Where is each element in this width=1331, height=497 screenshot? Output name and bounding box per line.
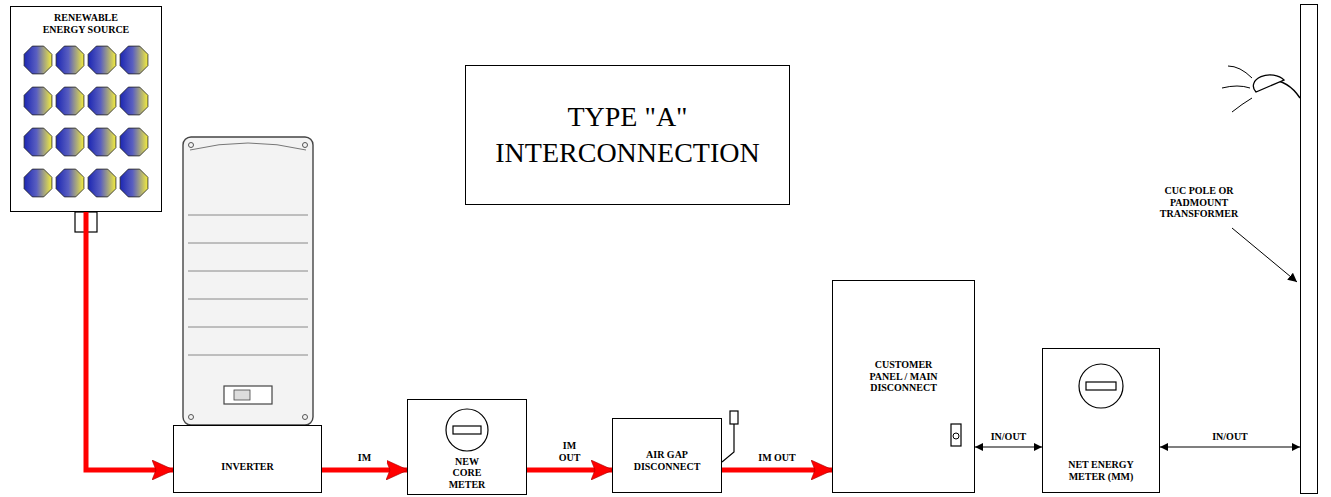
disconnect-handle (722, 424, 734, 462)
node-label: NET ENERGY METER (MM) (1059, 459, 1143, 482)
solar-cell (88, 87, 116, 115)
solar-cell (120, 169, 148, 197)
inverter-screw (303, 415, 308, 420)
inverter-fins (188, 215, 308, 355)
meter-box: NEW CORE METER (407, 399, 527, 496)
solar-cell (24, 87, 52, 115)
solar-cell (56, 46, 84, 74)
solar-cell (56, 128, 84, 156)
inverter-screw (303, 143, 308, 148)
light-ray (1228, 66, 1252, 78)
inverter-top (190, 143, 306, 150)
power-flow-arrow (322, 468, 407, 473)
solar-cell (88, 46, 116, 74)
meter-dial (1079, 364, 1123, 408)
node-label: AIR GAP DISCONNECT (625, 449, 709, 472)
title-box: TYPE "A" INTERCONNECTION (465, 65, 790, 205)
power-flow-arrow (527, 468, 612, 473)
inverter-fin (188, 327, 308, 328)
bidirectional-arrow (975, 446, 1042, 447)
solar-cell (120, 128, 148, 156)
streetlight-lamp (1253, 75, 1284, 92)
panel-latch (951, 424, 961, 446)
inverter-screw (189, 415, 194, 420)
inverter-switch (234, 390, 250, 400)
power-flow-arrow (86, 212, 173, 470)
inverter-fin (188, 243, 308, 244)
solar-cell (24, 128, 52, 156)
meter-dial (446, 409, 488, 451)
energy-source-panel: RENEWABLE ENERGY SOURCE (10, 6, 162, 212)
solar-cell (24, 169, 52, 197)
utility-pole: CUC POLE OR PADMOUNT TRANSFORMER (1300, 4, 1318, 494)
solar-cell (120, 87, 148, 115)
power-flow-arrow (722, 468, 832, 473)
meter-box: NET ENERGY METER (MM) (1042, 348, 1160, 493)
bidirectional-arrow (1160, 446, 1300, 447)
meter-register (453, 426, 481, 434)
panel-lock (953, 433, 959, 439)
node-label: RENEWABLE ENERGY SOURCE (36, 12, 136, 35)
inverter-fin (188, 355, 308, 356)
solar-cell (88, 128, 116, 156)
disconnect-box: AIR GAP DISCONNECT (612, 418, 722, 493)
meter-register (1086, 382, 1116, 390)
solar-cell (56, 87, 84, 115)
light-ray (1232, 98, 1252, 112)
flow-label: IM OUT (551, 440, 589, 463)
solar-cell (88, 169, 116, 197)
leader-line (1232, 228, 1297, 282)
inverter-box: INVERTER (173, 425, 322, 493)
inverter-screw (189, 143, 194, 148)
inverter-display (224, 386, 272, 404)
panel-box: CUSTOMER PANEL / MAIN DISCONNECT (832, 280, 975, 493)
node-label: INVERTER (198, 461, 298, 473)
inverter-housing (183, 137, 313, 425)
node-label: NEW CORE METER (442, 456, 492, 491)
inverter-fin (188, 299, 308, 300)
light-ray (1222, 86, 1250, 88)
diagram-title: TYPE "A" INTERCONNECTION (478, 99, 778, 172)
solar-cell (56, 169, 84, 197)
flow-label: IM (343, 452, 387, 464)
flow-label: IN/OUT (1203, 431, 1257, 443)
flow-label: IM OUT (750, 452, 804, 464)
inverter-fin (188, 215, 308, 216)
inverter-fin (188, 271, 308, 272)
flow-label: IN/OUT (982, 431, 1036, 443)
node-label: CUSTOMER PANEL / MAIN DISCONNECT (862, 359, 946, 394)
solar-cell (24, 46, 52, 74)
solar-cells (24, 46, 148, 197)
node-label: CUC POLE OR PADMOUNT TRANSFORMER (1159, 185, 1239, 220)
solar-cell (120, 46, 148, 74)
disconnect-handle-grip (730, 411, 738, 424)
